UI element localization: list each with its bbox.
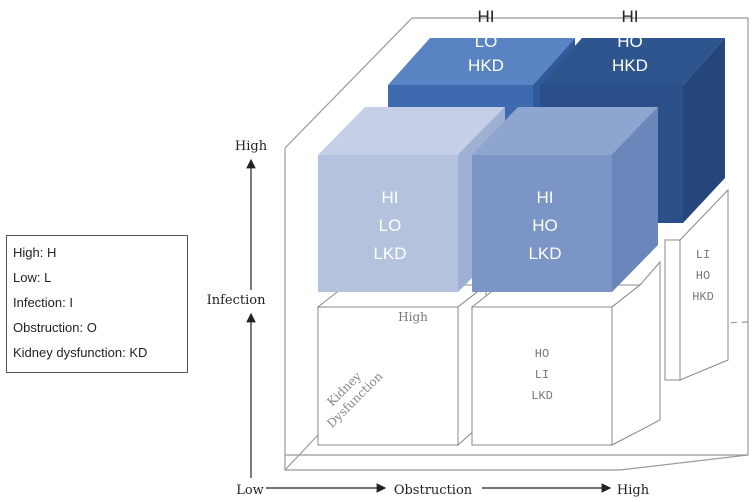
axis-vertical-high-label: High xyxy=(235,139,268,154)
cube-back-right-label-2: HO xyxy=(617,32,643,51)
axis-horizontal-label: Obstruction xyxy=(394,483,473,498)
cube-front-right-label-2: HO xyxy=(532,216,558,235)
cube-back-right-low-label-1: LI xyxy=(696,248,710,262)
cube-back-right-label-3: HKD xyxy=(612,56,648,75)
cube-back-right-low xyxy=(664,188,729,381)
cube-back-left-label-3: HKD xyxy=(468,56,504,75)
cube-back-left-label-1: HI xyxy=(478,7,495,26)
cube-front-right xyxy=(472,107,658,292)
legend: High: H Low: L Infection: I Obstruction:… xyxy=(6,235,188,373)
cube-back-right-low-label-2: HO xyxy=(696,269,710,283)
cube-front-left-label-3: LKD xyxy=(373,244,406,263)
legend-item-kidney-dysfunction: Kidney dysfunction: KD xyxy=(13,345,148,360)
cube-front-right-low-label-3: LKD xyxy=(531,389,553,403)
cube-front-right-label-3: LKD xyxy=(528,244,561,263)
cube-front-right-label-1: HI xyxy=(537,188,554,207)
axis-vertical-label: Infection xyxy=(207,293,267,308)
legend-item-obstruction: Obstruction: O xyxy=(13,320,97,335)
legend-item-high: High: H xyxy=(13,245,57,260)
axis-horizontal-high-label: High xyxy=(617,483,650,498)
cube-front-left-label-1: HI xyxy=(382,188,399,207)
cube-front-right-low xyxy=(470,260,661,446)
cube-front-right-low-label-2: LI xyxy=(535,368,549,382)
legend-item-low: Low: L xyxy=(13,270,52,285)
cube-front-left-label-2: LO xyxy=(379,216,402,235)
cube-back-right-label-1: HI xyxy=(622,7,639,26)
axis-horizontal-low-label: Low xyxy=(236,483,264,498)
legend-item-infection: Infection: I xyxy=(13,295,73,310)
axis-depth-high-label: High xyxy=(398,310,428,324)
cube-back-right-low-label-3: HKD xyxy=(692,290,714,304)
cube-back-left-label-2: LO xyxy=(475,32,498,51)
cube-front-right-low-label-1: HO xyxy=(535,347,549,361)
